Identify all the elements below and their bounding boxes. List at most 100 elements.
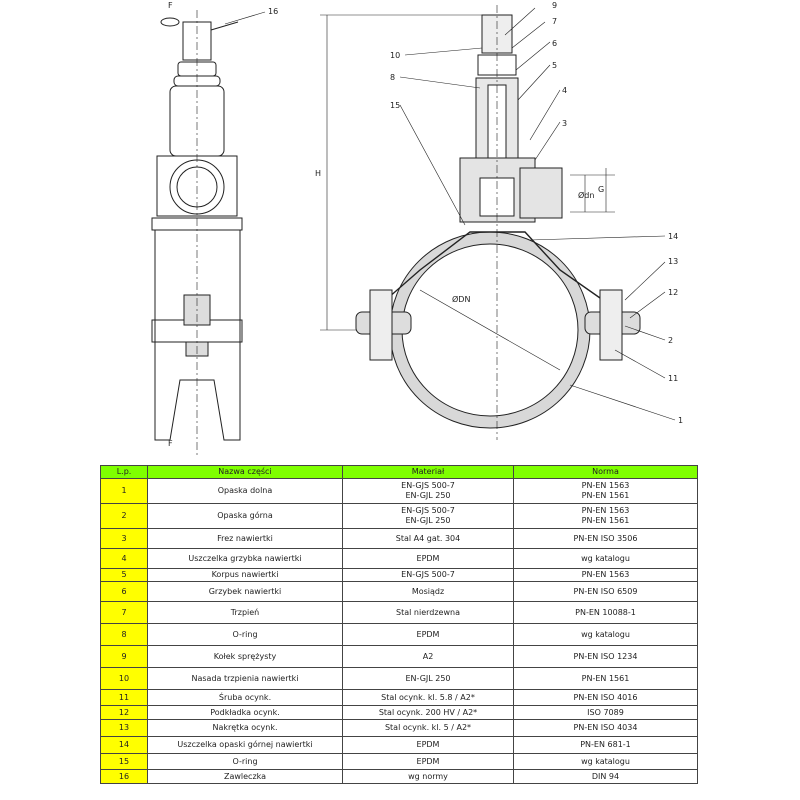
material-line: Mosiądz bbox=[411, 586, 445, 596]
label-11: 11 bbox=[668, 374, 678, 383]
part-name: Opaska dolna bbox=[147, 478, 343, 504]
row-index: 7 bbox=[100, 601, 148, 624]
material-line: Stal ocynk. kl. 5 / A2* bbox=[384, 723, 472, 732]
label-5: 5 bbox=[552, 61, 557, 70]
part-name: Śruba ocynk. bbox=[147, 689, 343, 706]
part-name: Uszczelka opaski górnej nawiertki bbox=[147, 736, 343, 754]
norma-line: DIN 94 bbox=[591, 771, 620, 781]
header-material: Materiał bbox=[342, 465, 514, 479]
row-index: 8 bbox=[100, 623, 148, 646]
label-odn-small: Ødn bbox=[578, 190, 594, 200]
label-9: 9 bbox=[552, 1, 557, 10]
label-4: 4 bbox=[562, 86, 567, 95]
part-name: O-ring bbox=[147, 753, 343, 770]
label-f-bottom: F bbox=[168, 439, 173, 448]
material-line: EN-GJL 250 bbox=[405, 673, 451, 683]
norma-line: PN-EN 1561 bbox=[581, 491, 630, 500]
norma-cell: ISO 7089 bbox=[513, 705, 698, 720]
label-13: 13 bbox=[668, 257, 678, 266]
material-cell: Mosiądz bbox=[342, 581, 514, 602]
label-2: 2 bbox=[668, 336, 673, 345]
norma-line: wg katalogu bbox=[581, 553, 630, 563]
material-cell: Stal ocynk. 200 HV / A2* bbox=[342, 705, 514, 720]
part-name: Kołek sprężysty bbox=[147, 645, 343, 668]
part-name: Frez nawiertki bbox=[147, 528, 343, 549]
material-cell: Stal nierdzewna bbox=[342, 601, 514, 624]
valve-drawing: 16 F F 9 7 bbox=[151, 1, 683, 455]
material-line: Stal ocynk. kl. 5.8 / A2* bbox=[381, 692, 475, 702]
label-1: 1 bbox=[678, 416, 683, 425]
norma-cell: PN-EN 681-1 bbox=[513, 736, 698, 754]
material-line: Stal nierdzewna bbox=[396, 607, 460, 617]
table-header: L.p. Nazwa części Materiał Norma bbox=[100, 465, 698, 479]
material-line: wg normy bbox=[408, 771, 448, 781]
material-line: EPDM bbox=[416, 553, 440, 563]
norma-line: PN-EN ISO 1234 bbox=[573, 651, 638, 661]
norma-line: PN-EN ISO 4016 bbox=[573, 692, 638, 702]
norma-line: PN-EN 1561 bbox=[581, 516, 630, 525]
label-15: 15 bbox=[390, 101, 400, 110]
row-index: 9 bbox=[100, 645, 148, 668]
material-cell: EPDM bbox=[342, 623, 514, 646]
material-line: Stal A4 gat. 304 bbox=[395, 533, 461, 543]
label-10: 10 bbox=[390, 51, 400, 60]
material-line: EPDM bbox=[416, 629, 440, 639]
material-cell: EPDM bbox=[342, 548, 514, 569]
norma-cell: PN-EN ISO 1234 bbox=[513, 645, 698, 668]
norma-cell: PN-EN 1561 bbox=[513, 667, 698, 690]
material-line: EN-GJS 500-7 bbox=[401, 570, 455, 579]
label-8: 8 bbox=[390, 73, 395, 82]
row-index: 14 bbox=[100, 736, 148, 754]
material-cell: EN-GJS 500-7 bbox=[342, 568, 514, 582]
material-cell: Stal ocynk. kl. 5.8 / A2* bbox=[342, 689, 514, 706]
norma-line: PN-EN 681-1 bbox=[580, 740, 631, 749]
material-line: EN-GJL 250 bbox=[405, 516, 451, 525]
part-name: Nakrętka ocynk. bbox=[147, 719, 343, 737]
norma-line: wg katalogu bbox=[581, 629, 630, 639]
part-name: Opaska górna bbox=[147, 503, 343, 529]
row-index: 11 bbox=[100, 689, 148, 706]
norma-line: wg katalogu bbox=[581, 756, 630, 766]
row-index: 10 bbox=[100, 667, 148, 690]
norma-line: PN-EN 1563 bbox=[581, 570, 630, 579]
norma-cell: PN-EN 1563 bbox=[513, 568, 698, 582]
norma-cell: PN-EN ISO 4034 bbox=[513, 719, 698, 737]
header-norma: Norma bbox=[513, 465, 698, 479]
row-index: 2 bbox=[100, 503, 148, 529]
part-name: O-ring bbox=[147, 623, 343, 646]
material-line: Stal ocynk. 200 HV / A2* bbox=[378, 707, 478, 717]
norma-cell: wg katalogu bbox=[513, 548, 698, 569]
label-7: 7 bbox=[552, 17, 557, 26]
norma-line: PN-EN 1563 bbox=[581, 481, 630, 490]
part-name: Zawleczka bbox=[147, 769, 343, 784]
row-index: 5 bbox=[100, 568, 148, 582]
material-cell: EN-GJL 250 bbox=[342, 667, 514, 690]
row-index: 4 bbox=[100, 548, 148, 569]
row-index: 3 bbox=[100, 528, 148, 549]
part-name: Nasada trzpienia nawiertki bbox=[147, 667, 343, 690]
label-f-top: F bbox=[168, 1, 173, 10]
norma-cell: wg katalogu bbox=[513, 753, 698, 770]
part-name: Grzybek nawiertki bbox=[147, 581, 343, 602]
material-line: EPDM bbox=[416, 740, 440, 749]
material-line: EN-GJL 250 bbox=[405, 491, 451, 500]
header-name: Nazwa części bbox=[147, 465, 343, 479]
material-cell: EPDM bbox=[342, 736, 514, 754]
norma-line: PN-EN ISO 6509 bbox=[573, 586, 638, 596]
norma-line: PN-EN ISO 3506 bbox=[573, 533, 638, 543]
front-view bbox=[320, 5, 641, 440]
header-lp: L.p. bbox=[100, 465, 148, 479]
